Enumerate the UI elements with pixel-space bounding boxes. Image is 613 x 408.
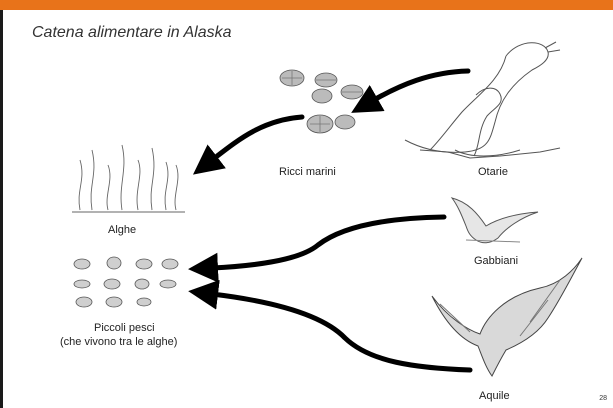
sea-lions-illustration — [405, 42, 560, 158]
label-gabbiani: Gabbiani — [474, 255, 518, 267]
label-piccoli-pesci-note: (che vivono tra le alghe) — [60, 336, 177, 348]
seagull-illustration — [452, 198, 538, 243]
sea-urchins-illustration — [280, 70, 363, 133]
label-alghe: Alghe — [108, 224, 136, 236]
label-ricci-marini: Ricci marini — [279, 166, 336, 178]
label-aquile: Aquile — [479, 390, 510, 402]
small-fish-illustration — [74, 257, 178, 307]
arrow-gabbiani-to-pesci — [212, 217, 444, 268]
page-number: 28 — [599, 395, 607, 402]
label-piccoli-pesci: Piccoli pesci — [94, 322, 155, 334]
arrow-aquile-to-pesci — [212, 294, 470, 370]
eagle-illustration — [432, 258, 582, 376]
arrow-ricci-to-alghe — [212, 117, 302, 160]
arrow-otarie-to-ricci — [372, 71, 468, 101]
label-otarie: Otarie — [478, 166, 508, 178]
algae-illustration — [72, 145, 185, 212]
